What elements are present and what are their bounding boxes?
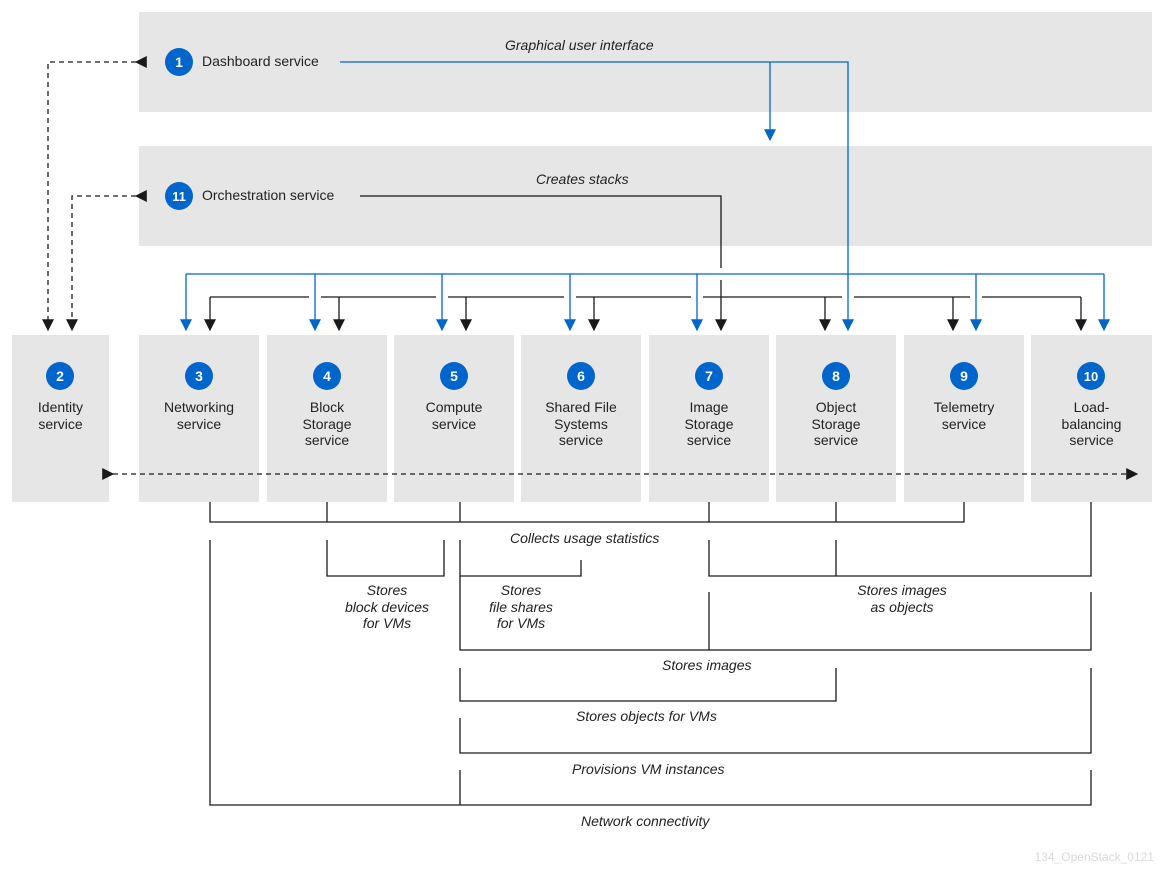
telemetry-service-label: Telemetry service bbox=[933, 399, 995, 432]
block-storage-service-label: Block Storage service bbox=[302, 399, 352, 448]
shared-file-systems-number-badge: 6 bbox=[567, 362, 595, 390]
dashboard-number-badge: 1 bbox=[165, 48, 193, 76]
image-storage-number-badge: 7 bbox=[695, 362, 723, 390]
orchestration-links bbox=[204, 195, 1087, 332]
load-balancing-service-label: Load- balancing service bbox=[1061, 399, 1122, 448]
stores-block-devices-label: Stores block devices for VMs bbox=[344, 582, 430, 631]
network-connectivity-label: Network connectivity bbox=[581, 813, 710, 829]
dashboard-links bbox=[180, 61, 1110, 332]
telemetry-number-badge: 9 bbox=[950, 362, 978, 390]
stores-images-as-objects-label: Stores images as objects bbox=[857, 582, 947, 615]
load-balancing-number-badge: 10 bbox=[1077, 362, 1105, 390]
networking-number-badge: 3 bbox=[185, 362, 213, 390]
orchestration-number-badge: 11 bbox=[165, 182, 193, 210]
collects-usage-label: Collects usage statistics bbox=[508, 530, 662, 547]
identity-service-box: 2 Identity service bbox=[12, 335, 109, 502]
stores-file-shares-label: Stores file shares for VMs bbox=[489, 582, 553, 631]
block-storage-number-badge: 4 bbox=[313, 362, 341, 390]
identity-links bbox=[42, 56, 1139, 480]
identity-service-label: Identity service bbox=[37, 399, 84, 432]
networking-service-label: Networking service bbox=[163, 399, 235, 432]
compute-number-badge: 5 bbox=[440, 362, 468, 390]
gui-label: Graphical user interface bbox=[505, 37, 654, 53]
object-storage-number-badge: 8 bbox=[822, 362, 850, 390]
figure-id-watermark: 134_OpenStack_0121 bbox=[1034, 850, 1154, 864]
dashboard-service-title: Dashboard service bbox=[202, 53, 319, 69]
image-storage-service-label: Image Storage service bbox=[684, 399, 734, 448]
creates-stacks-label: Creates stacks bbox=[536, 171, 629, 187]
shared-file-systems-service-label: Shared File Systems service bbox=[545, 399, 617, 448]
stores-objects-for-vms-label: Stores objects for VMs bbox=[576, 708, 717, 724]
compute-service-label: Compute service bbox=[425, 399, 483, 432]
identity-number-badge: 2 bbox=[46, 362, 74, 390]
orchestration-service-title: Orchestration service bbox=[202, 187, 335, 203]
relationship-brackets bbox=[209, 502, 1092, 806]
provisions-vm-instances-label: Provisions VM instances bbox=[572, 761, 725, 777]
stores-images-label: Stores images bbox=[662, 657, 752, 673]
object-storage-service-label: Object Storage service bbox=[811, 399, 861, 448]
